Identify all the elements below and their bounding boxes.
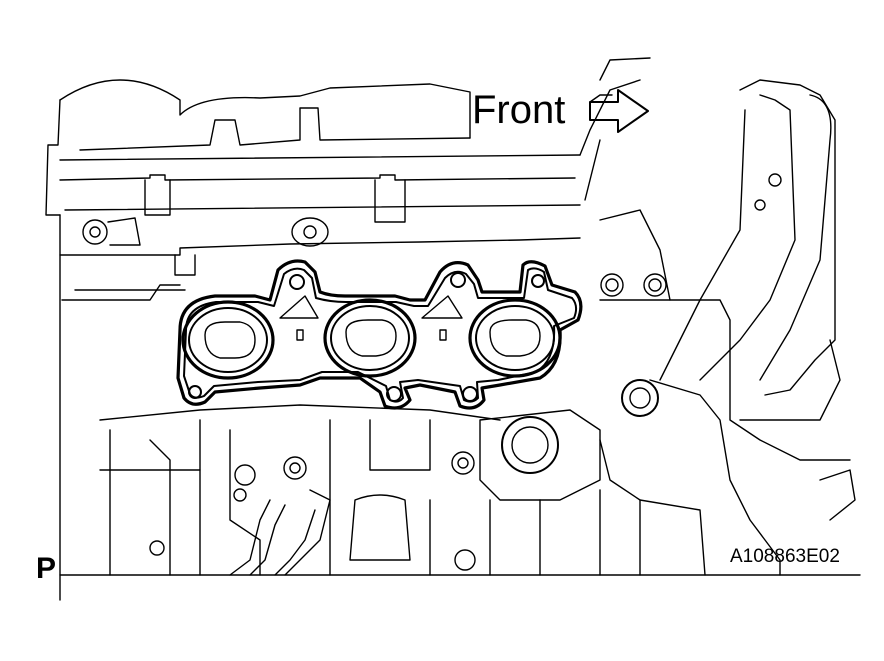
engine-block-outline bbox=[45, 57, 861, 601]
view-marker: P bbox=[36, 552, 57, 585]
front-arrow-icon bbox=[589, 89, 649, 133]
manifold-gasket bbox=[176, 259, 583, 410]
front-label: Front bbox=[472, 88, 566, 132]
figure-id: A108863E02 bbox=[730, 546, 840, 567]
